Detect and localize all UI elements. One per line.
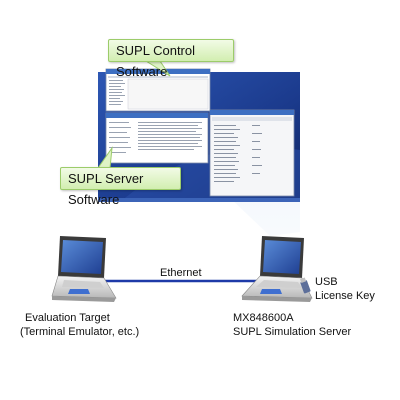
control-software-callout: SUPL Control Software bbox=[108, 39, 234, 79]
simulation-server-laptop bbox=[241, 236, 313, 302]
evaluation-target-label-line1: Evaluation Target bbox=[25, 312, 110, 324]
evaluation-target-laptop bbox=[51, 236, 117, 302]
usb-license-key bbox=[300, 277, 311, 294]
server-software-callout: SUPL Server Software bbox=[60, 167, 181, 207]
ethernet-label: Ethernet bbox=[160, 267, 202, 279]
usb-key-label-line2: License Key bbox=[315, 290, 375, 302]
server-software-window bbox=[105, 112, 209, 164]
evaluation-target-label-line2: (Terminal Emulator, etc.) bbox=[20, 326, 140, 338]
properties-window bbox=[209, 109, 295, 197]
control-software-window bbox=[105, 68, 211, 112]
simulation-server-label-line1: MX848600A bbox=[233, 312, 294, 324]
simulation-server-label-line2: SUPL Simulation Server bbox=[233, 326, 352, 338]
usb-key-label-line1: USB bbox=[315, 276, 338, 288]
